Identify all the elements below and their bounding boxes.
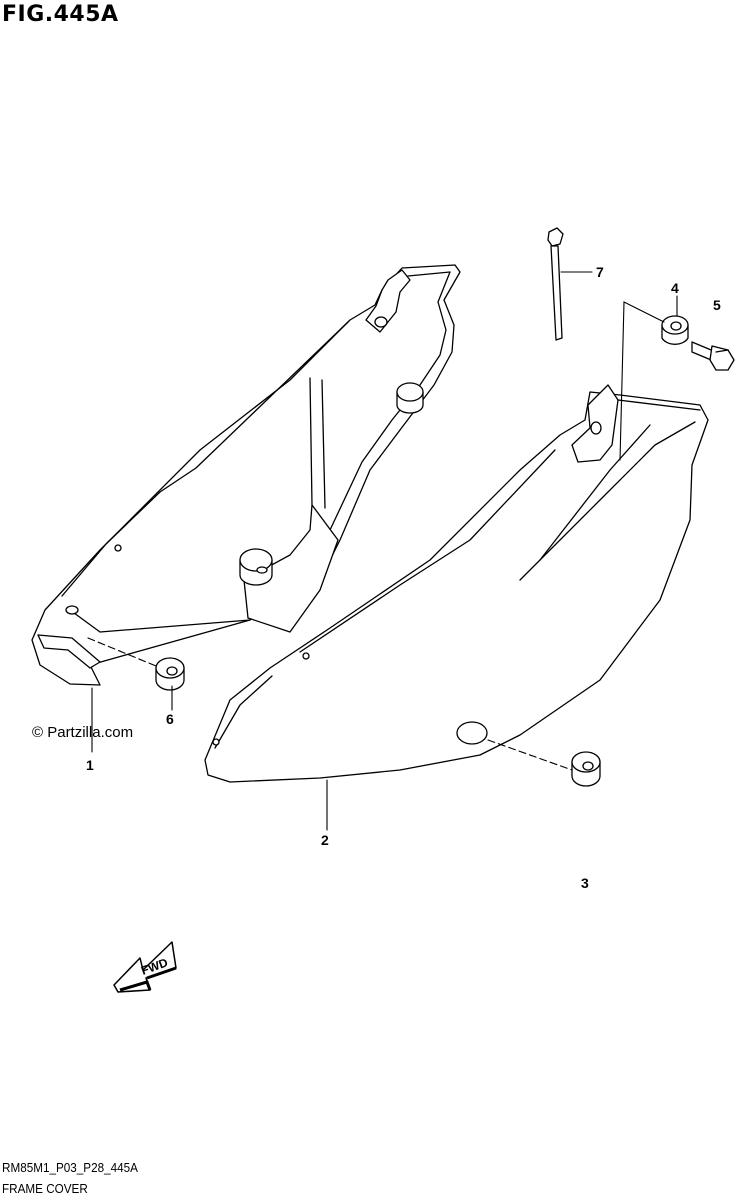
frame-cover-right-outline [204,391,709,783]
frame-cover-left-bottom-rim [69,609,251,633]
frame-cover-right-front-hole [212,738,220,746]
figure-title: FIG.445A [2,2,119,27]
cushion-right[interactable] [571,751,601,787]
cable-tie-strap [550,245,563,341]
callout-6: 6 [166,711,174,727]
cushion-left[interactable] [155,657,185,691]
assembly-line-bolt [619,301,665,461]
frame-cover-right-tab-hole [590,421,602,435]
frame-cover-left-bracket-line2 [321,379,326,509]
figure-caption: FRAME COVER [2,1181,88,1196]
assembly-line-cushion-right [487,739,573,771]
frame-cover-left-rim [61,321,349,597]
callout-4: 4 [671,280,679,296]
bolt[interactable] [691,341,735,371]
callout-5: 5 [713,297,721,313]
frame-cover-right-mount-hole [456,721,488,745]
drawing-code: RM85M1_P03_P28_445A [2,1160,138,1175]
frame-cover-right-crease [519,421,696,581]
frame-cover-right-inner-line [617,399,701,411]
frame-cover-right-small-hole [302,652,310,660]
frame-cover-left-upper-boss [396,382,424,414]
frame-cover-left-bracket-line1 [309,377,313,506]
callout-7: 7 [596,264,604,280]
frame-cover-left-hook [37,634,101,669]
fwd-arrow-icon: FWD [113,941,177,993]
frame-cover-left[interactable] [31,264,461,686]
frame-cover-right-edge [299,449,556,653]
callout-3: 3 [581,875,589,891]
frame-cover-left-grommet [239,548,273,586]
callout-2: 2 [321,832,329,848]
frame-cover-right[interactable] [204,384,709,783]
watermark: © Partzilla.com [32,724,133,741]
frame-cover-right-front-curve [214,675,273,749]
frame-cover-right-crease2 [539,424,651,561]
frame-cover-left-tab-hole [374,316,388,328]
cable-tie[interactable] [547,227,564,341]
frame-cover-left-tab [365,269,411,333]
washer[interactable] [661,315,689,345]
callout-1: 1 [86,757,94,773]
frame-cover-left-small-hole [114,544,122,552]
frame-cover-left-bracket [243,504,339,633]
assembly-line-cushion-left [87,637,157,667]
cable-tie-head [547,227,564,247]
frame-cover-left-clip-hole [65,605,79,615]
